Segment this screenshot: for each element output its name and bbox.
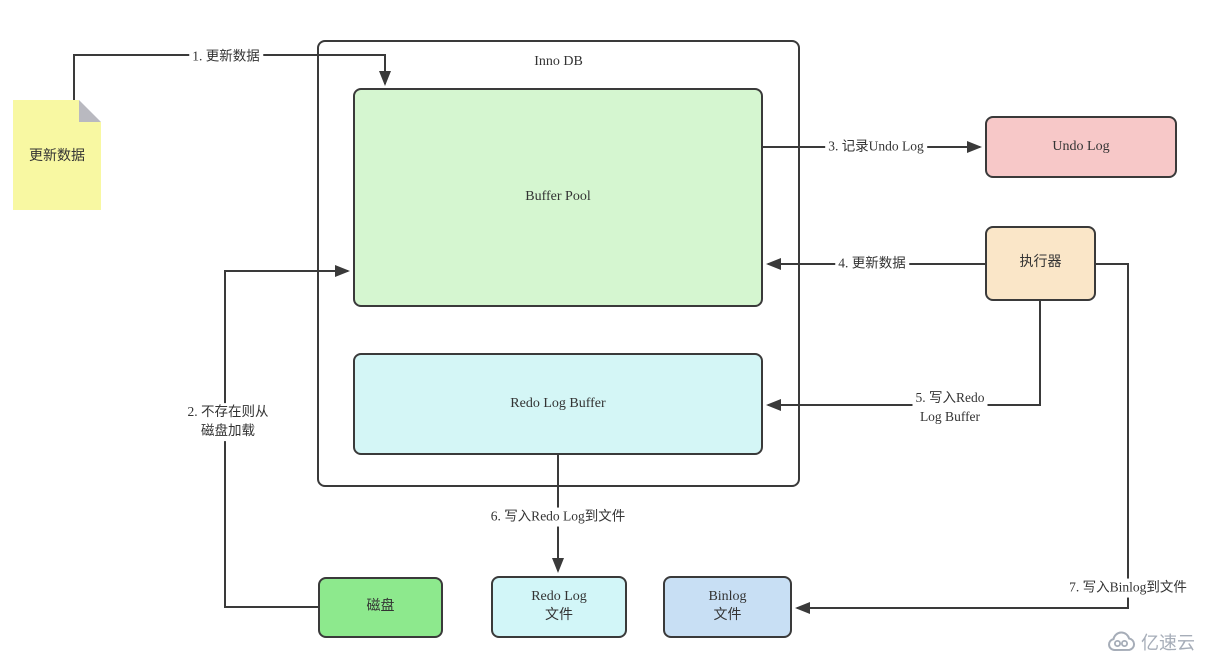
edge-label-2: 2. 不存在则从磁盘加载 (184, 403, 272, 441)
edge-label-1: 1. 更新数据 (189, 47, 263, 67)
buffer-pool-label: Buffer Pool (525, 189, 591, 205)
executor-label: 执行器 (1019, 255, 1062, 271)
watermark: 亿速云 (1107, 629, 1195, 655)
disk-node: 磁盘 (318, 577, 443, 638)
disk-label: 磁盘 (366, 599, 395, 615)
innodb-title: Inno DB (534, 54, 583, 69)
edge-7-write-binlog-to-file (795, 263, 1129, 614)
update-data-note-label: 更新数据 (29, 149, 85, 164)
undo-log-label: Undo Log (1052, 138, 1110, 154)
edge-label-6: 6. 写入Redo Log到文件 (487, 507, 629, 527)
edge-label-3: 3. 记录Undo Log (825, 137, 927, 157)
edge-label-4: 4. 更新数据 (835, 254, 909, 274)
edge-5-write-redo-log-buffer (766, 301, 1041, 411)
undo-log-node: Undo Log (985, 116, 1177, 178)
buffer-pool-node: Buffer Pool (353, 88, 763, 307)
cloud-logo-icon (1108, 631, 1136, 652)
edge-label-7: 7. 写入Binlog到文件 (1066, 578, 1190, 598)
redo-log-buffer-label: Redo Log Buffer (510, 395, 606, 411)
executor-node: 执行器 (985, 226, 1096, 301)
update-data-note: 更新数据 (13, 100, 101, 210)
redo-log-buffer-node: Redo Log Buffer (353, 353, 763, 455)
watermark-text: 亿速云 (1141, 633, 1195, 653)
